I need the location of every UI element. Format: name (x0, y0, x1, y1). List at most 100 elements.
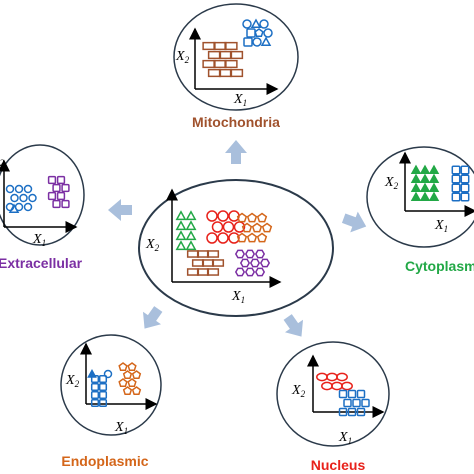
brick-marker (206, 250, 220, 258)
square-marker (451, 174, 461, 184)
pentagon-marker (122, 370, 133, 379)
square-marker (451, 183, 461, 193)
nucleus-label: Nucleus (311, 457, 366, 473)
square-marker (356, 389, 366, 399)
hexagon-marker (239, 258, 251, 268)
square-marker (98, 398, 108, 408)
filled-triangle-marker (410, 182, 422, 193)
filled-triangle-marker (410, 191, 422, 202)
endoplasmic-ellipse (60, 334, 162, 436)
ellipse-marker (341, 381, 353, 391)
x2-axis-label: X2 (175, 49, 190, 65)
pentagon-marker (236, 232, 248, 243)
triangle-marker (185, 220, 197, 231)
arrow-shape (283, 314, 304, 337)
square-marker (356, 407, 366, 417)
x2-axis-label: X2 (0, 152, 5, 168)
cytoplasm-ellipse (366, 146, 474, 248)
square-marker (460, 183, 470, 193)
square-marker (90, 398, 100, 408)
square-marker (361, 398, 370, 408)
triangle-marker (8, 203, 20, 213)
circle-marker (28, 193, 37, 203)
square-marker (338, 407, 348, 417)
brick-marker (224, 41, 238, 51)
ellipse-marker (316, 372, 328, 382)
brick-marker (196, 250, 210, 258)
square-marker (460, 174, 470, 184)
circle-marker (206, 232, 218, 244)
extracellular-ellipse (0, 144, 85, 246)
hexagon-marker (244, 267, 256, 277)
pentagon-marker (131, 386, 142, 395)
square-marker (56, 175, 66, 185)
extracellular-panel: X1X2Extracellular (0, 144, 85, 271)
square-marker (47, 175, 57, 185)
circle-marker (217, 232, 229, 244)
square-marker (98, 382, 108, 392)
circle-marker (23, 202, 33, 212)
filled-triangle-marker (419, 173, 431, 184)
circle-marker (263, 28, 273, 38)
pentagon-marker (256, 212, 268, 223)
brick-marker (207, 50, 222, 60)
circle-marker (14, 184, 24, 194)
pentagon-marker (246, 232, 258, 243)
square-marker (61, 183, 70, 193)
pentagon-marker (127, 362, 137, 371)
filled-triangle-marker (410, 164, 422, 175)
ellipse-marker (331, 381, 343, 391)
circle-marker (103, 369, 113, 379)
square-marker (243, 37, 253, 47)
hexagon-marker (254, 267, 266, 277)
pentagon-marker (256, 232, 268, 243)
filled-triangle-marker (428, 182, 440, 193)
square-marker (460, 192, 470, 202)
x1-axis-label: X1 (114, 420, 128, 436)
brick-marker (202, 59, 216, 69)
arrow-shape (142, 306, 163, 329)
circle-marker (5, 184, 15, 194)
endoplasmic-label: Endoplasmic (61, 453, 148, 469)
square-marker (98, 390, 108, 400)
brick-marker (191, 259, 205, 267)
filled-triangle-marker (428, 173, 440, 184)
pentagon-marker (118, 378, 128, 387)
pentagon-marker (241, 222, 253, 233)
triangle-marker (175, 210, 187, 221)
square-marker (61, 199, 70, 209)
ellipse-marker (326, 372, 338, 382)
square-marker (90, 390, 100, 400)
hexagon-marker (259, 258, 271, 268)
triangle-marker (175, 220, 187, 231)
circle-marker (19, 193, 28, 203)
circle-marker (228, 232, 240, 244)
filled-triangle-marker (428, 164, 440, 175)
pentagon-marker (246, 212, 258, 223)
square-marker (347, 389, 357, 399)
x1-axis-label: X1 (338, 430, 352, 446)
arrow-to-nucleus (283, 314, 304, 337)
square-marker (246, 28, 256, 38)
circle-marker (252, 37, 262, 47)
brick-marker (229, 68, 244, 78)
square-marker (47, 191, 57, 201)
triangle-marker (185, 210, 197, 221)
mitochondria-label: Mitochondria (192, 114, 280, 130)
pentagon-marker (261, 222, 273, 233)
arrow-shape (108, 199, 132, 221)
brick-marker (186, 268, 200, 276)
square-marker (347, 407, 357, 417)
brick-marker (213, 59, 227, 69)
square-marker (56, 191, 66, 201)
x1-axis-label: X1 (233, 92, 247, 108)
arrow-to-cytoplasm (341, 211, 367, 233)
filled-triangle-marker (87, 368, 97, 378)
x1-axis-label: X1 (434, 218, 448, 234)
brick-marker (202, 41, 216, 51)
x2-axis-label: X2 (291, 383, 306, 399)
brick-marker (207, 68, 222, 78)
